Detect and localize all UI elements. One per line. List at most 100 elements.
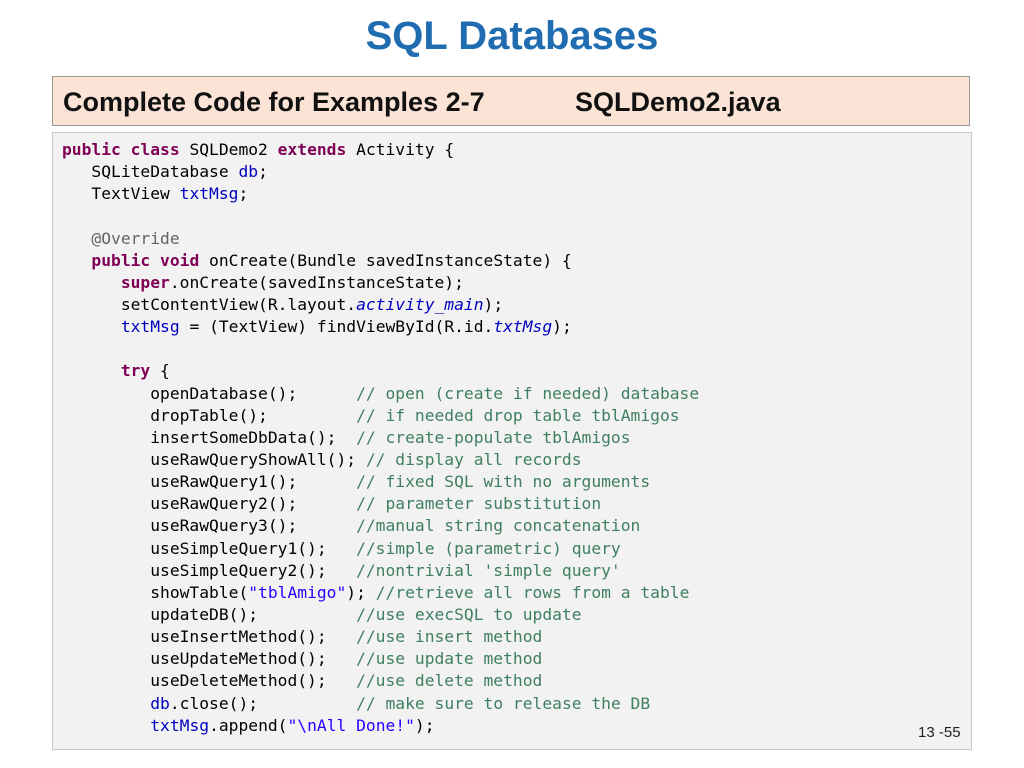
code-token: // create-populate tblAmigos [356, 427, 631, 447]
code-token: useDeleteMethod(); [62, 671, 357, 691]
code-line: useRawQuery2(); // parameter substitutio… [62, 493, 699, 515]
code-token: // parameter substitution [356, 494, 602, 514]
code-line: useInsertMethod(); //use insert method [62, 626, 699, 648]
code-token: useRawQuery1(); [62, 472, 357, 492]
code-token: "tblAmigo" [248, 582, 347, 602]
code-token: useSimpleQuery1(); [62, 538, 357, 558]
code-line: txtMsg = (TextView) findViewById(R.id.tx… [62, 316, 699, 338]
code-token: { [150, 361, 170, 381]
code-token: extends [277, 140, 347, 159]
code-token: TextView [62, 184, 180, 204]
code-line [62, 338, 699, 360]
code-token [62, 251, 91, 270]
code-token: = (TextView) findViewById(R.id. [179, 317, 494, 337]
code-token: txtMsg [150, 715, 210, 735]
code-token: Activity { [346, 140, 455, 159]
code-token: activity_main [356, 294, 484, 314]
code-token: .append( [209, 715, 288, 735]
code-line: TextView txtMsg; [62, 183, 699, 205]
code-token [62, 361, 121, 380]
code-line: useSimpleQuery1(); //simple (parametric)… [62, 538, 699, 560]
slide-title: SQL Databases [365, 14, 659, 58]
code-token: public void [91, 250, 200, 270]
code-line: txtMsg.append("\nAll Done!"); [62, 715, 699, 737]
code-listing: public class SQLDemo2 extends Activity {… [62, 139, 699, 737]
code-token: setContentView(R.layout. [62, 294, 357, 314]
code-token: showTable( [62, 582, 249, 602]
code-token: db [150, 693, 170, 713]
code-line: db.close(); // make sure to release the … [62, 693, 699, 715]
code-line: showTable("tblAmigo"); //retrieve all ro… [62, 582, 699, 604]
code-token: //nontrivial 'simple query' [356, 560, 621, 580]
code-token: // fixed SQL with no arguments [356, 472, 651, 492]
code-token: //use execSQL to update [356, 604, 582, 624]
code-token [62, 229, 91, 248]
code-token: public class [62, 140, 180, 159]
code-line: useRawQuery1(); // fixed SQL with no arg… [62, 471, 699, 493]
code-panel: public class SQLDemo2 extends Activity {… [52, 132, 972, 750]
page-number: 13 -55 [918, 724, 961, 741]
code-line: setContentView(R.layout.activity_main); [62, 294, 699, 316]
code-token: //simple (parametric) query [356, 538, 621, 558]
code-line: super.onCreate(savedInstanceState); [62, 272, 699, 294]
code-line: try { [62, 360, 699, 382]
code-line: useDeleteMethod(); //use delete method [62, 670, 699, 692]
code-line: insertSomeDbData(); // create-populate t… [62, 427, 699, 449]
code-token [62, 716, 150, 735]
code-token: useUpdateMethod(); [62, 649, 357, 669]
section-header: Complete Code for Examples 2-7 SQLDemo2.… [52, 76, 970, 126]
code-token: useRawQuery2(); [62, 494, 357, 514]
code-token: useRawQueryShowAll(); [62, 449, 366, 469]
code-line: dropTable(); // if needed drop table tbl… [62, 405, 699, 427]
code-token: .onCreate(savedInstanceState); [169, 272, 464, 292]
code-line: @Override [62, 228, 699, 250]
code-token: //use insert method [356, 627, 543, 647]
code-token: ); [414, 715, 435, 735]
code-line: useRawQueryShowAll(); // display all rec… [62, 449, 699, 471]
code-token: @Override [91, 228, 180, 248]
code-line: updateDB(); //use execSQL to update [62, 604, 699, 626]
code-token: ); [483, 294, 504, 314]
code-line: SQLiteDatabase db; [62, 161, 699, 183]
code-token [62, 317, 121, 336]
code-token: txtMsg [493, 317, 553, 337]
code-token: // if needed drop table tblAmigos [356, 405, 680, 425]
code-token: insertSomeDbData(); [62, 427, 357, 447]
code-token: //manual string concatenation [356, 516, 641, 536]
code-token: SQLiteDatabase [62, 162, 239, 182]
section-heading: Complete Code for Examples 2-7 [63, 87, 485, 117]
code-token: openDatabase(); [62, 383, 357, 403]
code-token: // open (create if needed) database [356, 383, 700, 403]
code-token: dropTable(); [62, 405, 357, 425]
code-token [62, 694, 150, 713]
code-token [62, 273, 121, 292]
code-token: //use delete method [356, 671, 543, 691]
code-line: openDatabase(); // open (create if neede… [62, 383, 699, 405]
code-token: txtMsg [120, 317, 180, 337]
code-token: ); [346, 582, 376, 602]
code-token: ; [238, 184, 249, 204]
code-token: ; [258, 162, 268, 182]
code-token: updateDB(); [62, 604, 357, 624]
file-name: SQLDemo2.java [575, 87, 781, 117]
code-token: try [120, 361, 151, 381]
code-token: useInsertMethod(); [62, 627, 357, 647]
code-line: public class SQLDemo2 extends Activity { [62, 139, 699, 161]
code-token: //retrieve all rows from a table [375, 582, 690, 602]
code-token: // make sure to release the DB [356, 693, 651, 713]
code-token: "\nAll Done!" [287, 715, 415, 735]
code-token: onCreate(Bundle savedInstanceState) { [199, 250, 572, 270]
code-token: useSimpleQuery2(); [62, 560, 357, 580]
code-token: //use update method [356, 649, 543, 669]
code-token: SQLDemo2 [179, 140, 278, 159]
code-line: useUpdateMethod(); //use update method [62, 648, 699, 670]
code-line: public void onCreate(Bundle savedInstanc… [62, 250, 699, 272]
code-line: useSimpleQuery2(); //nontrivial 'simple … [62, 560, 699, 582]
code-token: .close(); [169, 693, 357, 713]
code-token: super [120, 272, 170, 292]
code-line [62, 205, 699, 227]
code-token: // display all records [365, 449, 582, 469]
code-token: db [238, 162, 259, 182]
code-token: txtMsg [179, 184, 239, 204]
code-line: useRawQuery3(); //manual string concaten… [62, 515, 699, 537]
